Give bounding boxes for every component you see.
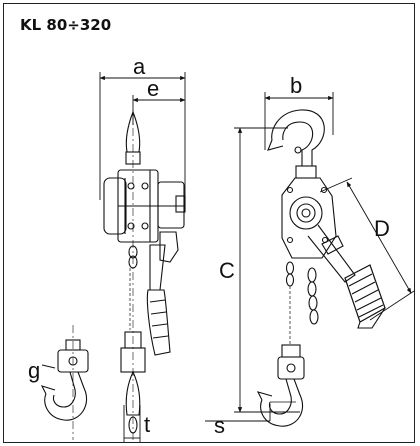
model-title: KL 80÷320 xyxy=(20,16,112,34)
hook-detail xyxy=(40,325,89,440)
dim-label-e: e xyxy=(147,76,159,101)
front-view-hoist xyxy=(103,110,186,440)
dim-label-d: D xyxy=(374,216,390,241)
dimension-lines xyxy=(41,72,415,442)
dim-label-b: b xyxy=(290,73,302,98)
dim-label-c: C xyxy=(219,258,235,283)
dim-label-s: s xyxy=(214,413,225,438)
side-view-hoist xyxy=(256,109,386,427)
dim-label-g: g xyxy=(28,358,40,383)
dim-label-t: t xyxy=(144,412,150,437)
dim-label-a: a xyxy=(133,54,146,79)
diagram-frame: KL 80÷320 xyxy=(3,3,415,443)
